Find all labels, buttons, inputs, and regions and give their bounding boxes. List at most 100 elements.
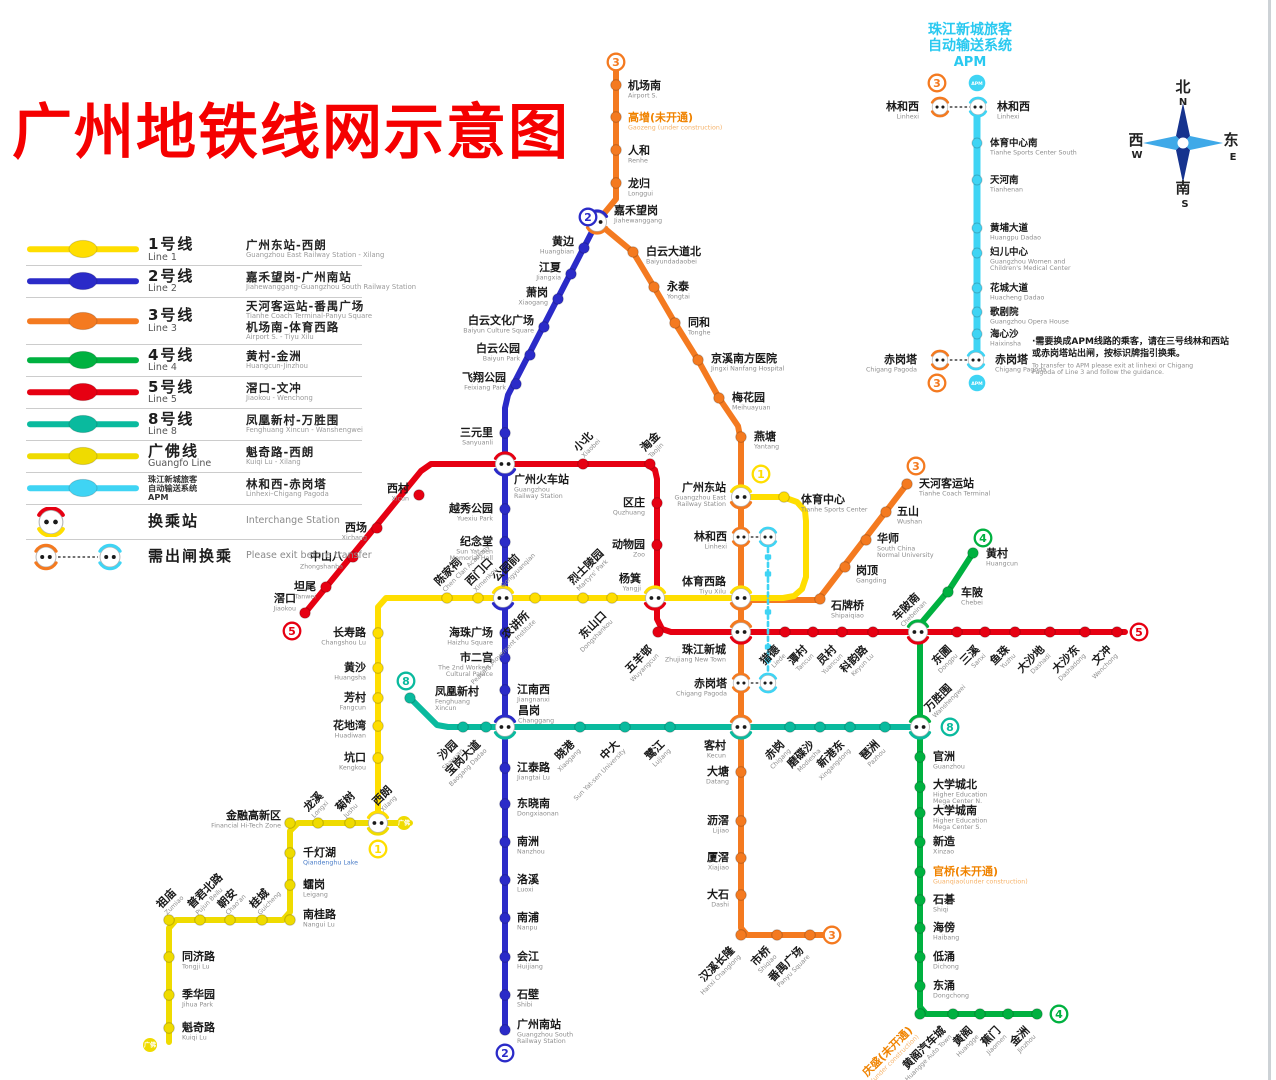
interchange-icon: [906, 619, 930, 645]
station-dot: [860, 534, 872, 546]
svg-text:Cultural Palace: Cultural Palace: [446, 671, 493, 678]
station-dot: [914, 807, 926, 819]
svg-text:Baiyun Park: Baiyun Park: [483, 356, 521, 363]
station-dot: [344, 817, 356, 829]
apm-tick-icon: [764, 644, 772, 650]
station-dot: [713, 392, 725, 404]
svg-text:同济路: 同济路: [182, 949, 216, 963]
interchange-icon: [731, 526, 751, 548]
line-line1: [375, 494, 809, 826]
svg-text:Tiyu Xilu: Tiyu Xilu: [698, 589, 726, 596]
station-dot: [163, 914, 175, 926]
svg-text:Chigang Pagoda: Chigang Pagoda: [676, 691, 727, 698]
station-dot: [610, 79, 622, 91]
interchange-icon: [758, 526, 778, 548]
station-dot: [371, 522, 383, 534]
line-badge-1: 1: [751, 464, 771, 484]
station-dot: [499, 1024, 511, 1036]
svg-text:Guangzhou Women and: Guangzhou Women and: [990, 259, 1065, 266]
station-dot: [524, 349, 536, 361]
station-dot: [779, 626, 791, 638]
svg-text:South China: South China: [877, 546, 915, 553]
station-dot: [372, 692, 384, 704]
line-badge-5: 5: [282, 621, 302, 641]
station-label: 自动输送系统: [928, 37, 1012, 54]
svg-text:三元里: 三元里: [460, 426, 493, 439]
line-line5: [302, 461, 1128, 635]
station-dot: [610, 111, 622, 123]
svg-text:林和西: 林和西: [997, 99, 1030, 113]
station-dot: [284, 879, 296, 891]
svg-text:Yuexiu Park: Yuexiu Park: [456, 516, 493, 523]
svg-text:西村: 西村: [387, 481, 409, 495]
svg-text:季华园: 季华园: [181, 987, 215, 1001]
svg-text:Jihua Park: Jihua Park: [181, 1002, 213, 1009]
page-title: 广州地铁线网示意图: [12, 98, 570, 168]
svg-text:永泰: 永泰: [666, 279, 690, 293]
station-dot: [735, 929, 747, 941]
station-dot: [951, 626, 963, 638]
interchange-icon: [731, 672, 751, 694]
svg-text:4: 4: [1055, 1008, 1063, 1021]
svg-text:花城大道: 花城大道: [990, 282, 1029, 294]
svg-text:The 2nd Workers': The 2nd Workers': [437, 665, 493, 672]
interchange-icon: [966, 349, 986, 371]
svg-text:Tanwei: Tanwei: [294, 594, 317, 601]
interchange-icon: [930, 96, 950, 118]
svg-text:Xicun: Xicun: [391, 496, 409, 503]
svg-text:大学城南: 大学城南: [933, 803, 977, 817]
svg-text:Dongchong: Dongchong: [933, 993, 969, 1000]
svg-text:Gangding: Gangding: [856, 578, 886, 585]
svg-text:市二宫: 市二宫: [460, 650, 493, 664]
svg-text:Guanqiao(under construction): Guanqiao(under construction): [933, 879, 1028, 886]
svg-text:Tianhe Sports Center: Tianhe Sports Center: [800, 507, 868, 514]
svg-text:江泰路: 江泰路: [517, 760, 551, 774]
svg-text:Guangzhou: Guangzhou: [514, 487, 550, 494]
station-dot: [284, 847, 296, 859]
station-dot: [844, 721, 856, 733]
station-dot: [971, 137, 983, 149]
svg-text:珠江新城: 珠江新城: [682, 642, 726, 656]
apm-tick-icon: [764, 657, 772, 663]
svg-text:魁奇路: 魁奇路: [182, 1020, 216, 1034]
line-badge-4: 4: [1049, 1004, 1069, 1024]
station-dot: [606, 592, 618, 604]
